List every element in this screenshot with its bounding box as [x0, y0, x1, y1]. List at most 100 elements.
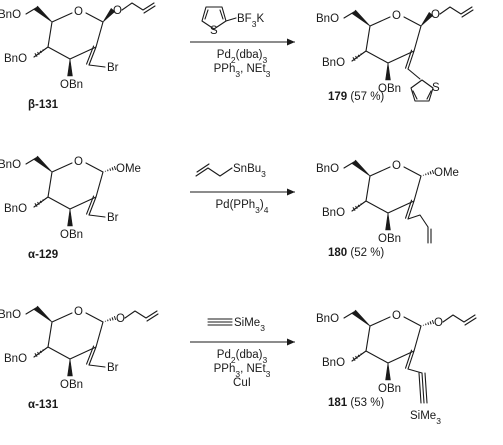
- hash-stroke: [34, 53, 38, 57]
- bromine: Br: [107, 362, 119, 374]
- allyl-double-bond: [196, 163, 210, 173]
- reaction-row-2: OBnOBnOOBnOMeBrα-129SnBu3Pd(PPh3)4OBnOBn…: [0, 155, 459, 261]
- allyl-chain: [195, 167, 233, 177]
- hash-stroke: [34, 353, 38, 357]
- formula-part: 3: [255, 205, 260, 215]
- condition-line: PPh3, NEt3: [214, 63, 271, 79]
- ring-oxygen: O: [74, 306, 83, 318]
- formula-part: Pd: [217, 349, 231, 361]
- c-br-bond: [88, 364, 106, 368]
- ring-bond: [365, 350, 389, 364]
- hash-stroke: [37, 201, 40, 206]
- yield: (57 %): [347, 91, 384, 103]
- yield: (52 %): [347, 247, 384, 259]
- obn-3: OBn: [378, 233, 401, 245]
- product-label: 179 (57 %): [328, 91, 384, 103]
- hash-stroke: [357, 354, 360, 358]
- allyl-chain: [442, 314, 476, 323]
- formula-part: SiMe: [410, 410, 436, 422]
- hash-stroke: [111, 317, 114, 321]
- condition-line: Pd2(dba)3: [217, 349, 268, 365]
- thiophene-ring: [201, 6, 227, 30]
- ring-bond: [69, 196, 97, 210]
- formula-part: 3: [260, 323, 265, 333]
- allyl-double-bond: [461, 9, 474, 18]
- ring-bond: [403, 166, 422, 177]
- c3-wedge: [67, 358, 73, 377]
- hash-stroke: [431, 169, 435, 175]
- ring-bond: [95, 171, 104, 198]
- ring-bond: [47, 46, 71, 60]
- hash-stroke: [355, 55, 358, 60]
- hash-stroke: [109, 318, 112, 321]
- exocyclic-double-bond: [86, 45, 95, 65]
- hash-stroke: [352, 57, 356, 61]
- ring-oxygen: O: [74, 156, 83, 168]
- bno-6: BnO: [316, 163, 339, 175]
- c5-c6-wedge: [351, 309, 371, 327]
- ring-bond: [365, 175, 371, 202]
- formula-part: , NEt: [240, 363, 266, 375]
- exocyclic-double-bond: [404, 49, 413, 69]
- obn-3: OBn: [60, 229, 83, 241]
- formula-part: K: [256, 13, 264, 25]
- ring-bond: [387, 50, 415, 64]
- ring-bond: [365, 325, 371, 352]
- formula-part: Pd: [217, 49, 231, 61]
- anomeric-hash: [104, 315, 117, 322]
- c5-c6-wedge: [33, 5, 53, 23]
- exocyclic-double-bond: [88, 196, 97, 216]
- condition-line: Pd2(dba)3: [217, 49, 268, 65]
- ring-bond: [365, 50, 389, 64]
- hash-stroke: [429, 321, 432, 325]
- anomeric-hash: [422, 169, 435, 176]
- hash-stroke: [113, 315, 117, 321]
- formula-part: CuI: [233, 377, 251, 389]
- obn-3: OBn: [378, 383, 401, 395]
- formula-part: 3: [252, 19, 257, 29]
- bno-4: BnO: [4, 353, 27, 365]
- c6-o-bond: [25, 7, 37, 15]
- anomeric-hash: [104, 165, 117, 172]
- formula-part: 2: [231, 55, 236, 65]
- c4-hashed-bond: [34, 47, 47, 57]
- thiophene-inner-double: [219, 9, 224, 20]
- anomeric-oxygen: O: [113, 5, 122, 17]
- hash-stroke: [429, 171, 432, 175]
- compound-number: 181: [328, 397, 348, 409]
- c-br-bond: [88, 214, 106, 218]
- hash-stroke: [37, 351, 40, 356]
- hash-stroke: [357, 54, 360, 58]
- alkyne-bond: [418, 372, 422, 404]
- hash-stroke: [427, 172, 430, 175]
- thiophene-inner-double: [426, 90, 432, 100]
- arrow-head: [287, 188, 295, 196]
- alkyne-bond: [424, 372, 428, 404]
- compound-label: β-131: [28, 99, 59, 111]
- alkyne-bond: [421, 372, 425, 404]
- hash-stroke: [425, 323, 427, 326]
- exocyclic-double-bond: [88, 46, 97, 66]
- hash-stroke: [355, 205, 358, 210]
- thiophene-inner-double: [204, 9, 209, 20]
- anomeric-hash: [422, 319, 435, 326]
- reagent-top-label: SiMe3: [234, 317, 265, 333]
- c3-wedge: [385, 362, 391, 381]
- hash-stroke: [42, 349, 45, 352]
- hash-stroke: [39, 200, 42, 204]
- allyl-chain: [121, 2, 155, 11]
- obn-3: OBn: [378, 83, 401, 95]
- c4-hashed-bond: [352, 201, 365, 211]
- thiophene-sulfur: S: [210, 25, 218, 37]
- compound-label: α-129: [28, 249, 58, 261]
- ring-bond: [387, 350, 415, 364]
- exocyclic-double-bond: [88, 346, 97, 366]
- ring-bond: [365, 25, 371, 52]
